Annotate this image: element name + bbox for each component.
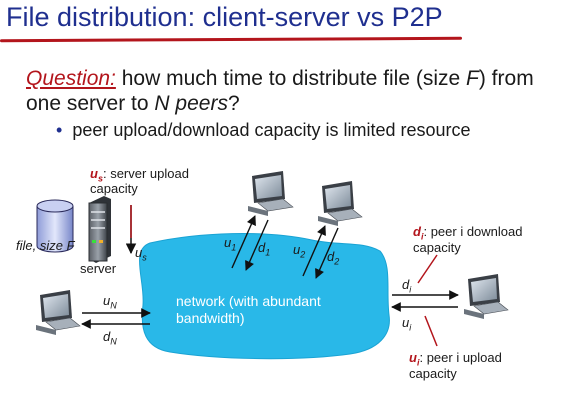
computer-icon [248,171,294,216]
u1-label: u1 [224,235,237,253]
server-upload-capacity-label: us: server upload [90,166,189,187]
us-symbol: u [90,166,98,181]
computer-icon [36,290,81,335]
dn-label: dN [103,329,117,347]
computer-icon [464,274,509,319]
bullet-text: peer upload/download capacity is limited… [72,120,471,140]
question-part-3: peers [169,92,228,115]
file-size-label: file, size F [16,238,75,253]
download-capacity-pointer [417,254,438,284]
us-text: : server upload [102,166,189,181]
question-text: Question: how much time to distribute fi… [26,66,571,116]
question-var-f: F [466,67,479,90]
download-arrow-2 [315,227,339,279]
question-part-4: ? [227,92,240,115]
upload-capacity-pointer [424,315,438,347]
database-icon [36,199,74,253]
download-arrow-1 [245,219,269,271]
ui-label: ui [402,315,412,333]
question-part-1: how much time to distribute file (size [115,67,467,90]
server-upload-capacity-line2: capacity [90,181,138,196]
computer-icon [318,181,363,226]
bullet-item: • peer upload/download capacity is limite… [56,120,471,141]
bullet-dot: • [56,120,63,140]
server-label: server [80,261,117,276]
upload-arrow-2 [302,225,326,277]
un-label: uN [103,293,117,311]
server-icon [88,196,111,263]
u2-label: u2 [293,242,306,260]
question-label: Question: [26,67,116,90]
peer-download-capacity-line2: capacity [413,240,461,255]
us-near-label: us [135,245,147,263]
peer-download-capacity-label: di: peer i download [413,224,523,242]
network-cloud [139,233,390,360]
question-var-n: N [154,92,170,115]
question-part-2: ) from one server to [26,67,534,115]
di-label: di [402,277,412,295]
peer-upload-capacity-label: ui: peer i upload [409,350,502,368]
peer-upload-capacity-line2: capacity [409,366,457,381]
us-subscript: s [97,173,103,184]
network-label: network (with abundant bandwidth) [176,293,321,326]
slide-title: File distribution: client-server vs P2P [6,2,443,32]
upload-arrow-1 [231,215,256,269]
d2-label: d2 [327,249,340,267]
d1-label: d1 [258,240,271,258]
